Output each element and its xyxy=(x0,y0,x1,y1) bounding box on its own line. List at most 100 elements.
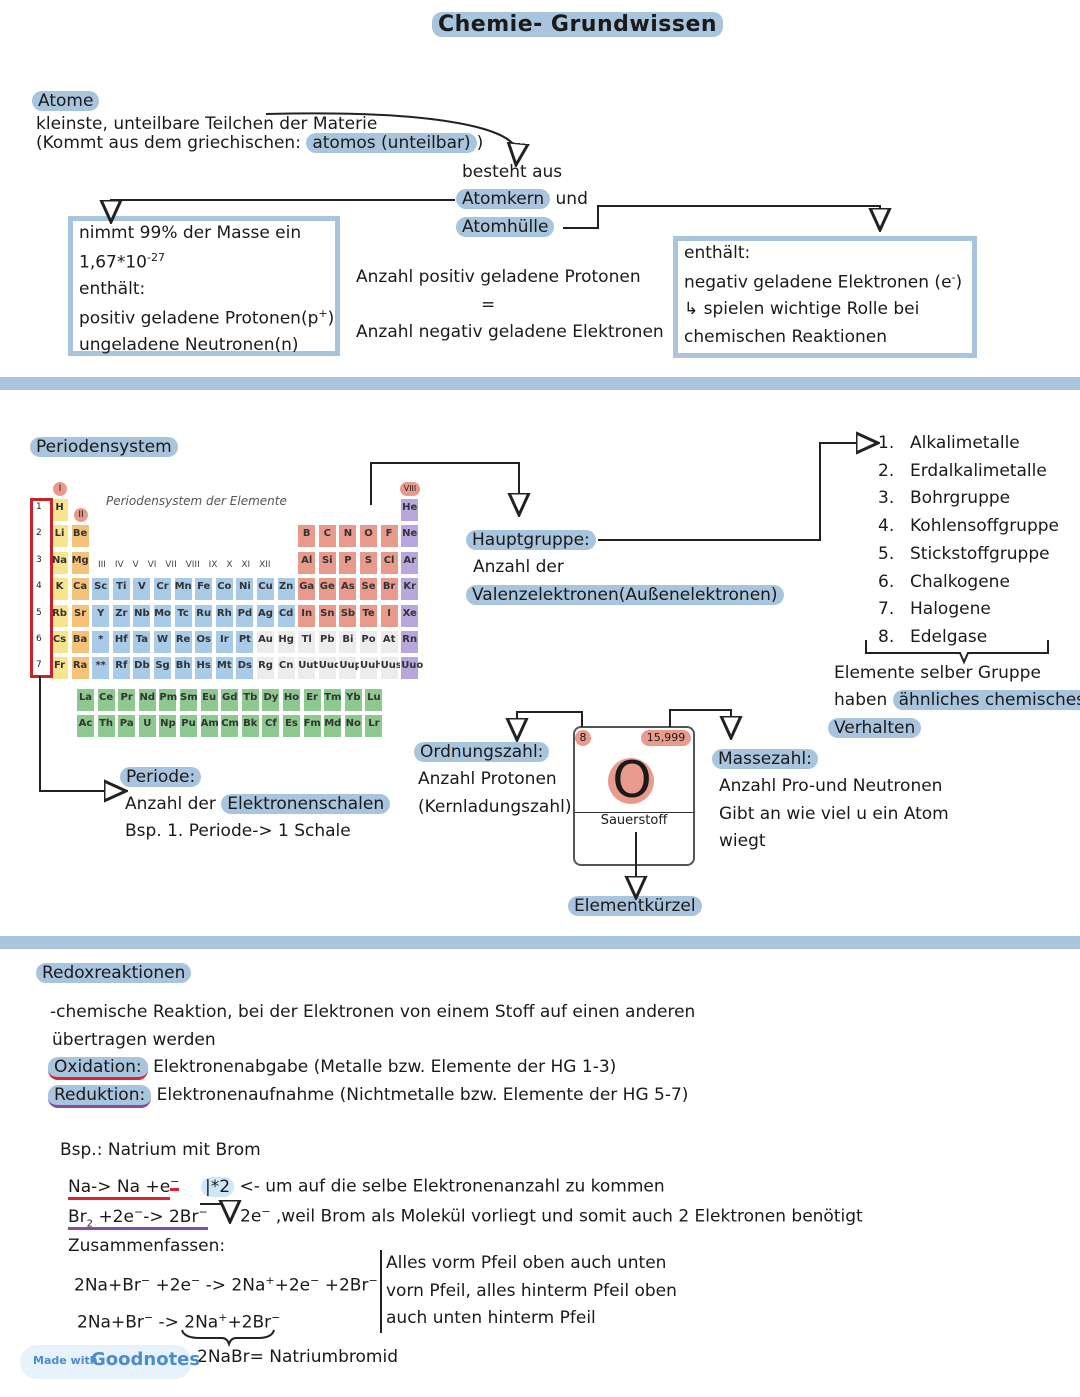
periodic-table-title: Periodensystem der Elemente xyxy=(106,494,287,508)
element-cell: Db xyxy=(132,656,152,681)
atomic-number: 8 xyxy=(575,730,591,746)
element-cell: Co xyxy=(214,577,234,602)
periode-text-2: Bsp. 1. Periode-> 1 Schale xyxy=(125,821,351,841)
element-cell: P xyxy=(338,550,358,575)
element-cell: Tb xyxy=(240,688,260,712)
group-I-badge: I xyxy=(53,482,67,496)
element-card: 8 15,999 O Sauerstoff xyxy=(573,726,695,866)
equation-1: Na-> Na +e− |*2 <- um auf die selbe Elek… xyxy=(68,1175,665,1200)
page-title: Chemie- Grundwissen xyxy=(432,12,724,37)
element-cell: Ra xyxy=(70,656,90,681)
element-cell: K xyxy=(50,577,69,602)
ordnungszahl-text-2: (Kernladungszahl) xyxy=(418,797,572,817)
element-cell: C xyxy=(317,524,337,549)
period-number: 7 xyxy=(36,660,42,671)
element-cell: Cl xyxy=(379,550,399,575)
element-cell: S xyxy=(359,550,378,575)
gruppe-note-1: Elemente selber Gruppe xyxy=(834,663,1041,683)
element-cell: Si xyxy=(317,550,337,575)
atome-definition: kleinste, unteilbare Teilchen der Materi… xyxy=(36,114,378,134)
element-cell: Al xyxy=(297,550,317,575)
ordnungszahl-text-1: Anzahl Protonen xyxy=(418,769,557,789)
hauptgruppe-text-1: Anzahl der xyxy=(473,557,564,577)
gruppe-note-2: haben ähnliches chemisches xyxy=(834,690,1080,710)
element-cell: Ti xyxy=(111,577,131,602)
goodnotes-badge: Made with Goodnotes xyxy=(20,1345,200,1379)
element-cell: Er xyxy=(302,688,322,712)
element-cell: Au xyxy=(256,630,275,654)
element-cell: Uus xyxy=(379,656,402,681)
atomhuelle-label: Atomhülle xyxy=(456,217,555,237)
element-cell: Y xyxy=(91,603,111,628)
element-cell: Rn xyxy=(400,630,420,654)
element-cell: Ac xyxy=(76,714,95,739)
separator-1 xyxy=(0,377,1080,390)
element-cell: Mg xyxy=(70,550,90,575)
arrow-ordnungszahl xyxy=(517,711,583,730)
atomhuelle-box: enthält: negativ geladene Elektronen (e-… xyxy=(673,236,977,358)
element-cell: Mo xyxy=(153,603,172,628)
ordnungszahl-label: Ordnungszahl: xyxy=(414,742,550,762)
element-cell: Na xyxy=(50,550,69,575)
charge-balance-1: Anzahl positiv geladene Protonen xyxy=(356,267,641,287)
element-symbol-circle xyxy=(608,758,654,804)
element-cell: As xyxy=(338,577,358,602)
equation-2-note: 2e− ,weil Brom als Molekül vorliegt und … xyxy=(240,1205,863,1227)
oxidation-line: Oxidation: Elektronenabgabe (Metalle bzw… xyxy=(48,1057,616,1080)
element-cell: Pr xyxy=(117,688,137,712)
element-cell: Sr xyxy=(70,603,90,628)
element-cell: Eu xyxy=(199,688,219,712)
period-number: 2 xyxy=(36,528,42,539)
period-number: 5 xyxy=(36,607,42,618)
element-cell: Cm xyxy=(220,714,240,739)
element-cell: Es xyxy=(282,714,301,739)
arrow-br2-note xyxy=(200,1204,230,1212)
element-cell: V xyxy=(132,577,152,602)
element-cell: Gd xyxy=(220,688,240,712)
group-item: 1.Alkalimetalle xyxy=(878,433,1020,453)
group-item: 8.Edelgase xyxy=(878,626,988,647)
periode-label: Periode: xyxy=(120,767,202,787)
element-cell: Se xyxy=(359,577,378,602)
sub-group-labels: III IV V VI VII VIII IX X XI XII xyxy=(98,560,271,570)
elementkuerzel-label: Elementkürzel xyxy=(568,896,702,916)
element-cell: Lu xyxy=(364,688,384,712)
element-cell: Ar xyxy=(400,550,420,575)
arrow-atome-besteht xyxy=(265,112,517,155)
element-cell: Cu xyxy=(256,577,275,602)
gruppe-note-3: Verhalten xyxy=(828,718,922,738)
group-list: 1.Alkalimetalle 2.Erdalkalimetalle 3.Boh… xyxy=(878,430,1059,652)
summary-note: Alles vorm Pfeil oben auch unten vorn Pf… xyxy=(380,1250,677,1334)
massezahl-text-3: wiegt xyxy=(719,831,766,851)
element-cell: Sc xyxy=(91,577,111,602)
zusammenfassen: Zusammenfassen: xyxy=(68,1236,226,1256)
element-cell: B xyxy=(297,524,317,549)
element-cell: Rh xyxy=(214,603,234,628)
element-cell: Re xyxy=(173,630,193,654)
element-cell: F xyxy=(379,524,399,549)
element-cell: Ta xyxy=(132,630,152,654)
period-number: 1 xyxy=(36,502,42,512)
atome-origin: (Kommt aus dem griechischen: atomos (unt… xyxy=(36,133,484,153)
element-cell: Tl xyxy=(297,630,317,654)
redox-heading: Redoxreaktionen xyxy=(36,963,192,983)
arrow-period xyxy=(39,676,116,791)
element-cell: Ni xyxy=(235,577,255,602)
element-cell: Sb xyxy=(338,603,358,628)
group-II-badge: II xyxy=(74,508,88,522)
element-cell: Ba xyxy=(70,630,90,654)
element-cell: * xyxy=(91,630,111,654)
periodensystem-heading: Periodensystem xyxy=(30,437,178,457)
element-cell: Yb xyxy=(343,688,363,712)
element-symbol: O xyxy=(612,751,652,809)
element-cell: U xyxy=(137,714,157,739)
element-cell: Bk xyxy=(240,714,260,739)
element-cell: ** xyxy=(91,656,111,681)
element-cell: Uuh xyxy=(359,656,382,681)
element-cell: Fm xyxy=(302,714,322,739)
element-cell: Dy xyxy=(261,688,281,712)
charge-balance-2: Anzahl negativ geladene Elektronen xyxy=(356,322,664,342)
element-cell: Hg xyxy=(276,630,296,654)
element-cell: N xyxy=(338,524,358,549)
